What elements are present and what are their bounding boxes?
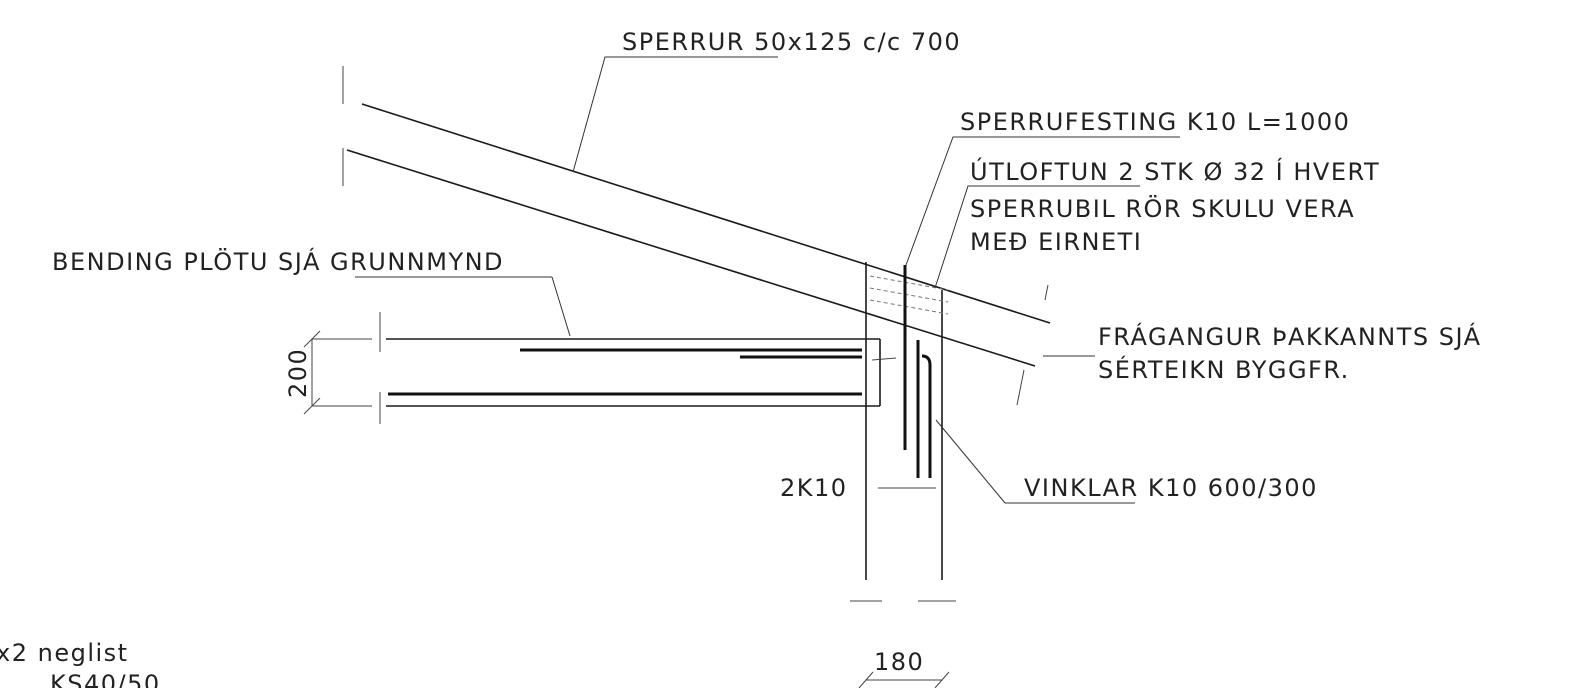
label-dim-180: 180 [874,648,924,676]
wall-section [850,262,956,602]
leader-lines [355,56,1180,504]
label-utloftun-line3: MEÐ EIRNETI [970,228,1142,256]
concrete-slab [379,312,881,424]
angle-bar-hook [921,354,932,478]
leader-utloftun [934,185,1140,289]
dim-180-tick-left [858,671,874,688]
anchor-tie [871,357,897,361]
rafter-lines [342,66,1051,406]
leader-sperrufesting [905,136,1180,266]
label-vinklar: VINKLAR K10 600/300 [1024,474,1318,502]
label-fragangur-line1: FRÁGANGUR ÞAKKANNTS SJÁ [1098,322,1482,351]
label-dim-200: 200 [284,348,312,398]
label-utloftun-line1: ÚTLOFTUN 2 STK Ø 32 Í HVERT [970,156,1380,186]
leader-vinklar [935,419,1135,504]
rafter-end-mark-1 [1044,284,1049,301]
label-partial-ks: KS40/50 [50,670,161,688]
label-bending: BENDING PLÖTU SJÁ GRUNNMYND [52,247,504,276]
label-utloftun-line2: SPERRUBIL RÖR SKULU VERA [970,194,1355,223]
leader-sperrur [572,56,778,173]
label-2k10: 2K10 [780,474,848,502]
dim-180-tick-right [934,671,950,688]
label-partial-neglist: x2 neglist [0,639,129,667]
label-sperrufesting: SPERRUFESTING K10 L=1000 [960,108,1350,136]
dimension-200 [303,330,372,415]
rafter-bottom-line [346,149,1036,367]
vent-pipe-dash-3 [869,299,949,315]
label-fragangur-line2: SÉRTEIKN BYGGFR. [1098,355,1350,384]
dim-200-tick-top [303,330,321,348]
dimension-180 [858,671,950,688]
rafter-end-mark-2 [1016,369,1025,406]
label-sperrur: SPERRUR 50x125 c/c 700 [622,28,961,56]
leader-bending [551,276,571,337]
vent-pipe-dash-2 [869,287,949,303]
dim-200-tick-bottom [303,397,321,415]
